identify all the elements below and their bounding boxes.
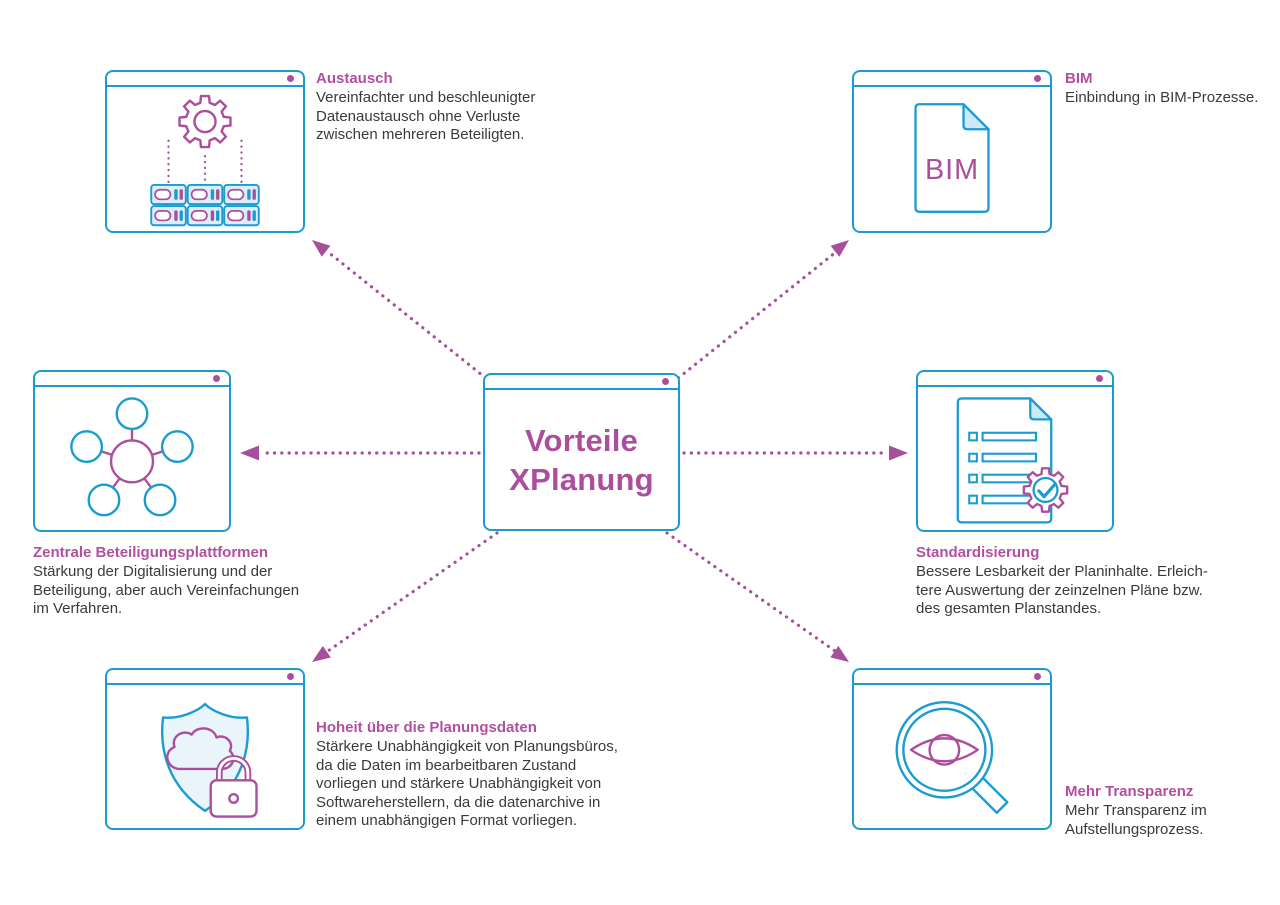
window-titlebar	[107, 72, 303, 87]
window-dot-icon	[662, 378, 669, 385]
hoheit-heading: Hoheit über die Planungsdaten	[316, 719, 537, 736]
window-titlebar	[918, 372, 1112, 387]
window-titlebar	[854, 670, 1050, 685]
window-dot-icon	[1096, 375, 1103, 382]
bim-heading: BIM	[1065, 70, 1093, 87]
magnifier-eye-icon	[895, 700, 1009, 814]
diagram-title: Vorteile XPlanung	[509, 422, 654, 497]
window-titlebar	[485, 375, 678, 390]
window-dot-icon	[1034, 673, 1041, 680]
austausch-label: Austausch Vereinfachter und beschleunigt…	[316, 69, 566, 145]
bim-document-icon: BIM	[914, 103, 990, 213]
window-titlebar	[35, 372, 229, 387]
standardisierung-label: Standardisierung Bessere Lesbarkeit der …	[916, 543, 1236, 619]
network-hub-icon	[70, 397, 194, 517]
window-dot-icon	[287, 75, 294, 82]
arrowhead-right-icon	[889, 445, 908, 461]
bim-label: BIM Einbindung in BIM-Prozesse.	[1065, 69, 1280, 108]
standardisierung-heading: Standardisierung	[916, 544, 1040, 561]
zentrale-window	[33, 370, 231, 532]
center-window: Vorteile XPlanung	[483, 373, 680, 531]
arrowhead-top-right-icon	[830, 240, 849, 257]
transparenz-label: Mehr Transparenz Mehr Transparenz im Auf…	[1065, 782, 1280, 839]
zentrale-body: Stärkung der Digitalisierung und der Bet…	[33, 563, 300, 617]
austausch-window	[105, 70, 305, 233]
standardisierung-window	[916, 370, 1114, 532]
hoheit-window	[105, 668, 305, 830]
window-titlebar	[107, 670, 303, 685]
arrowhead-top-left-icon	[312, 240, 331, 257]
arrowhead-bottom-right-icon	[830, 645, 849, 662]
arrow-line-to-austausch	[326, 250, 499, 389]
bim-icon-label: BIM	[925, 154, 979, 186]
arrow-line-to-bim	[665, 250, 838, 389]
window-dot-icon	[213, 375, 220, 382]
arrowhead-bottom-left-icon	[312, 646, 331, 662]
window-titlebar	[854, 72, 1050, 87]
hoheit-label: Hoheit über die Planungsdaten Stärkere U…	[316, 718, 656, 831]
data-exchange-icon	[150, 94, 260, 227]
austausch-body: Vereinfachter und beschleunigter Datenau…	[316, 89, 536, 143]
zentrale-heading: Zentrale Beteiligungsplattformen	[33, 544, 269, 561]
arrowhead-left-icon	[240, 445, 259, 461]
window-dot-icon	[287, 673, 294, 680]
shield-lock-icon	[161, 702, 258, 818]
transparenz-body: Mehr Transparenz im Aufstellungsprozess.	[1065, 802, 1207, 838]
bim-window: BIM	[852, 70, 1052, 233]
transparenz-window	[852, 668, 1052, 830]
window-dot-icon	[1034, 75, 1041, 82]
arrow-line-to-hoheit	[326, 531, 499, 653]
zentrale-label: Zentrale Beteiligungsplattformen Stärkun…	[33, 543, 343, 619]
bim-body: Einbindung in BIM-Prozesse.	[1065, 89, 1259, 106]
hoheit-body: Stärkere Unabhängigkeit von Planungsbüro…	[316, 738, 618, 829]
transparenz-heading: Mehr Transparenz	[1065, 783, 1194, 800]
arrow-line-to-transparenz	[665, 531, 837, 653]
austausch-heading: Austausch	[316, 70, 393, 87]
checklist-gear-icon	[956, 397, 1069, 524]
standardisierung-body: Bessere Lesbarkeit der Planinhalte. Erle…	[916, 563, 1208, 617]
